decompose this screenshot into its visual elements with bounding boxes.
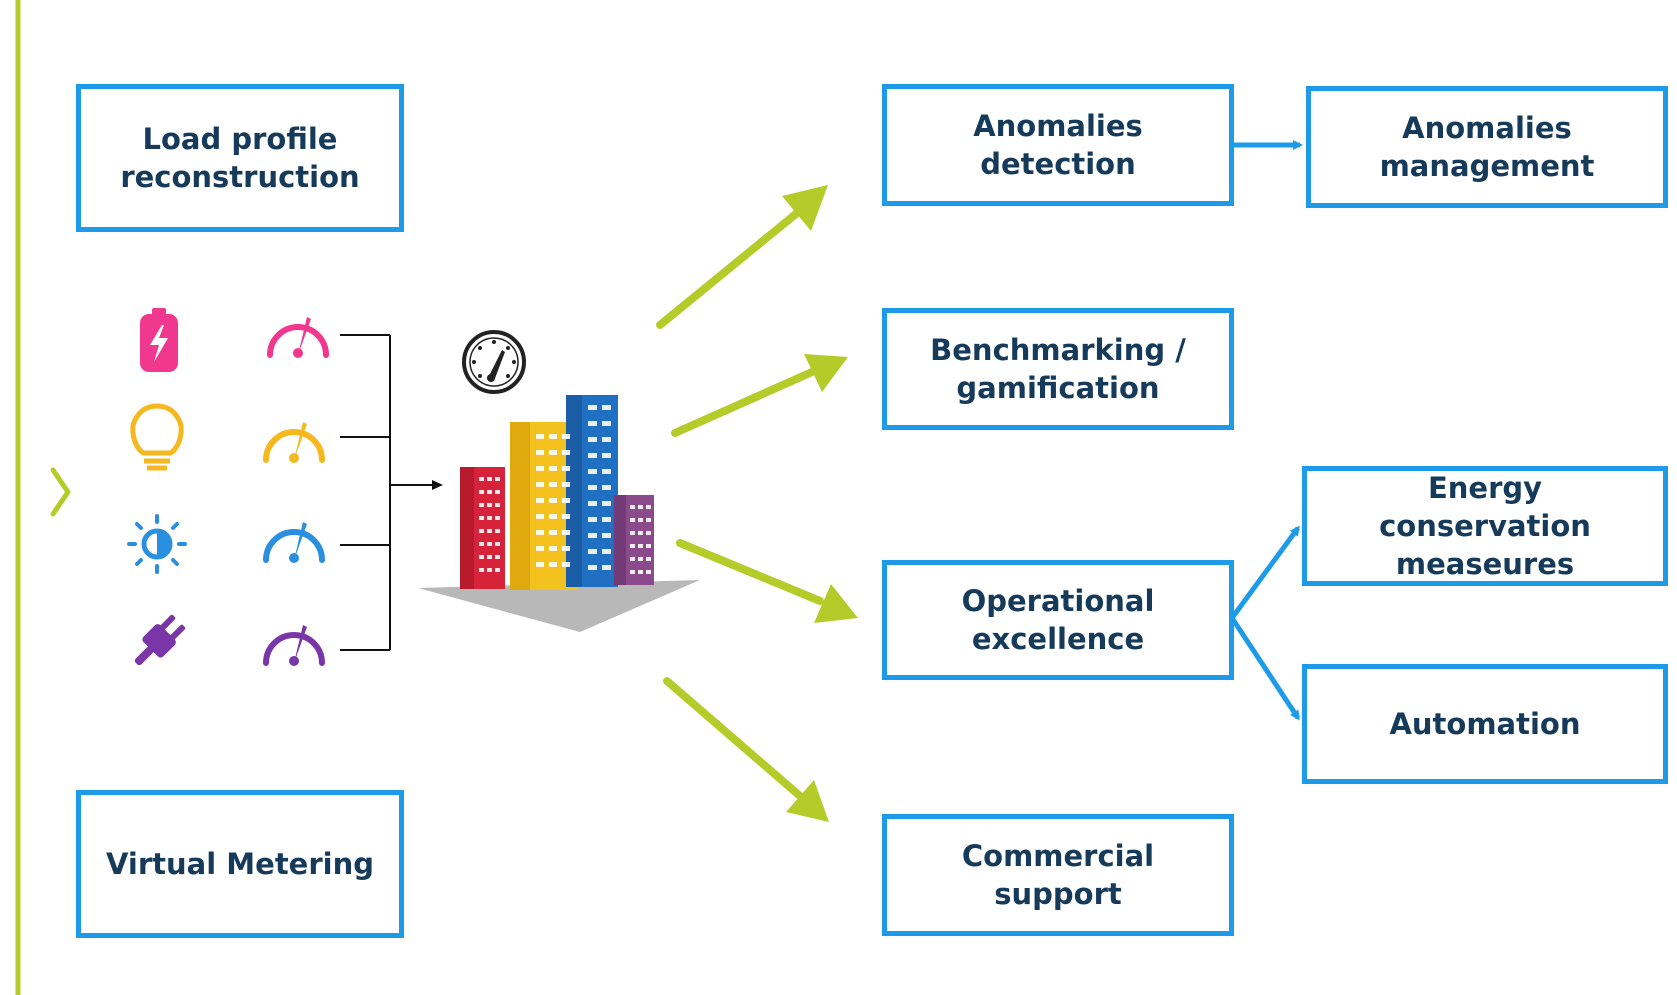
speedometer-icon [462,330,526,394]
plug-icon [134,614,186,666]
virtual-metering-box: Virtual Metering [76,790,404,938]
arrow-to-operational-excellence [676,539,824,605]
automation-box: Automation [1302,664,1668,784]
benchmarking-box: Benchmarking / gamification [882,308,1234,430]
chevron-right-icon[interactable] [50,467,71,517]
gauge-icon-blue [263,522,325,563]
anomalies-management-box: Anomalies management [1306,86,1668,208]
buildings-illustration [418,395,700,632]
lightbulb-icon [130,403,184,471]
operational-excellence-box: Operational excellence [882,560,1234,680]
arrow-to-commercial-support [663,677,804,800]
gauge-icon-purple [263,625,325,666]
gauge-icon-pink [267,317,329,358]
commercial-support-box: Commercial support [882,814,1234,936]
battery-icon [140,308,178,372]
anomalies-detection-box: Anomalies detection [882,84,1234,206]
energy-conservation-box: Energy conservation measeures [1302,466,1668,586]
arrow-to-anomalies-detection [656,209,801,329]
connector-opex-energy [1229,525,1301,620]
load-profile-box: Load profile reconstruction [76,84,404,232]
brightness-icon [127,514,187,574]
arrow-to-benchmarking [671,368,816,437]
connector-opex-automation [1229,616,1301,721]
gauge-icon-yellow [263,422,325,463]
blue-connectors [1228,140,1303,721]
green-arrows [656,185,858,822]
meters-bracket [340,334,443,651]
